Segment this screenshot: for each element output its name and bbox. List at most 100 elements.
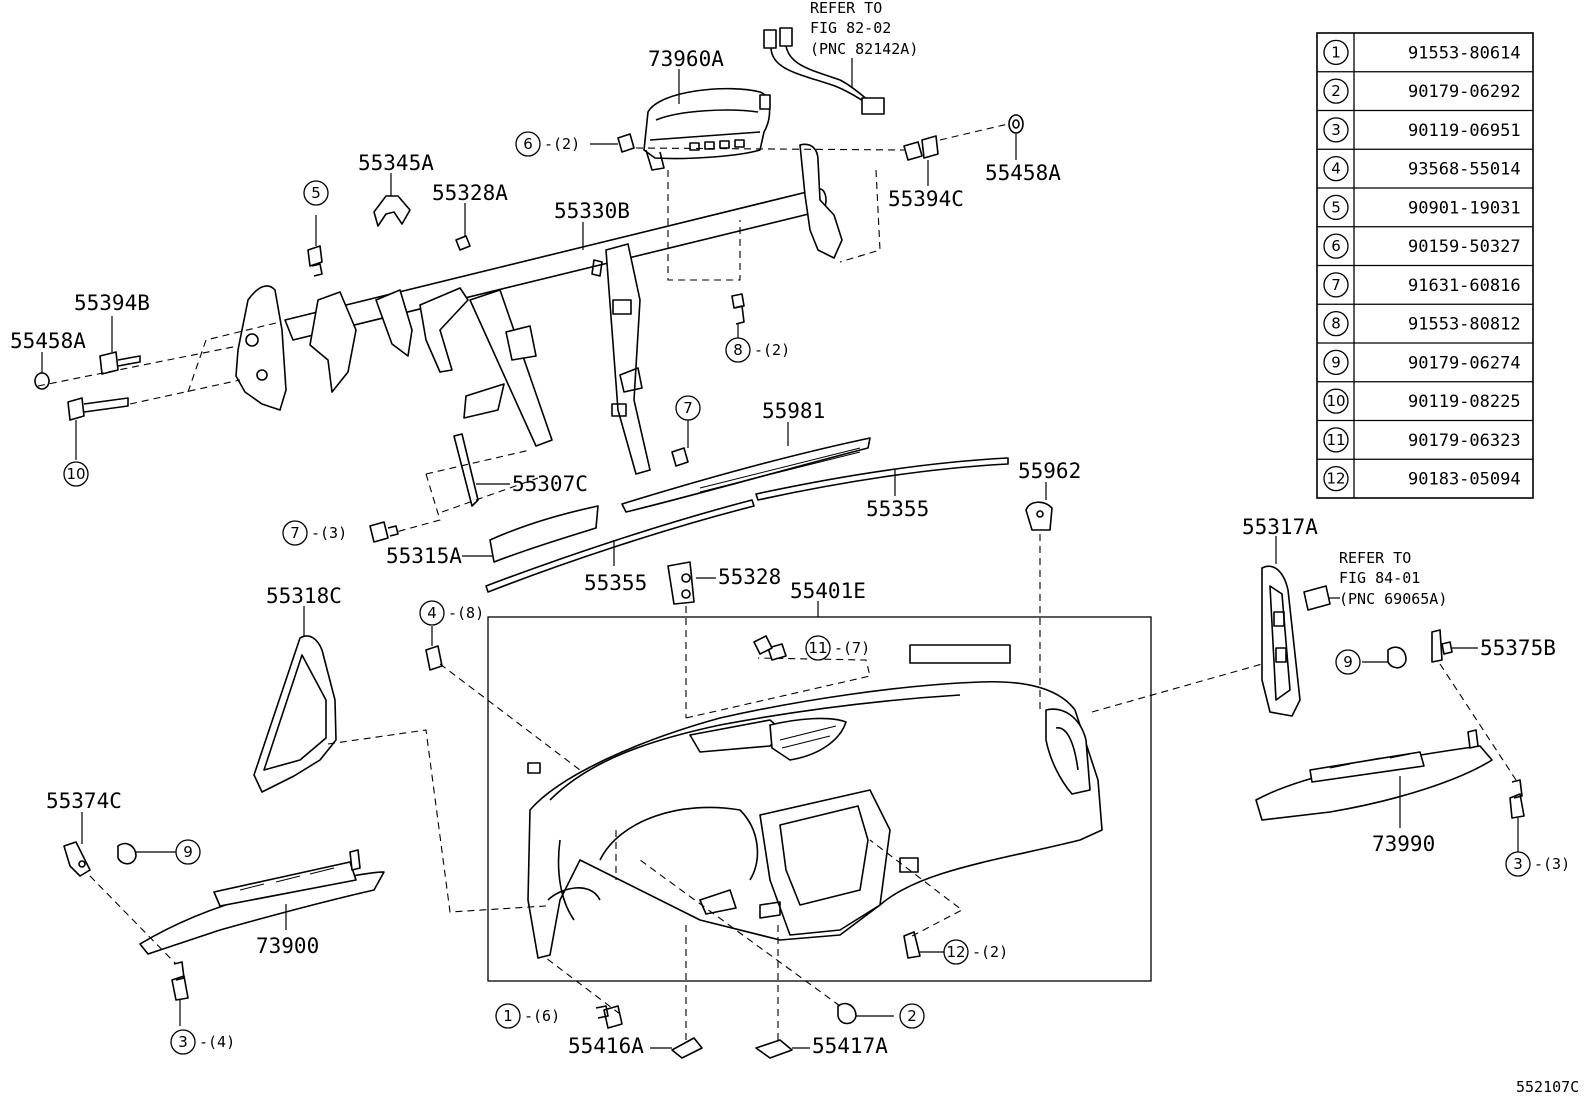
table-row-part-number: 91631-60816 [1408, 276, 1521, 296]
table-row-num-circle [1323, 310, 1349, 337]
callout-circle [943, 939, 969, 965]
label-55330B: 55330B [554, 199, 630, 223]
table-row-num: 9 [1331, 353, 1341, 371]
label-73960A: 73960A [648, 47, 724, 71]
instrument-panel-55401E: 55401E [487, 579, 1152, 982]
table-row-num-circle [1323, 388, 1349, 414]
ref-note-right-3: (PNC 69065A) [1339, 590, 1447, 608]
label-55307C: 55307C [512, 472, 588, 496]
table-row-num-circle [1323, 465, 1349, 492]
clip-11 [753, 635, 773, 655]
callout-number: 9 [1343, 653, 1353, 671]
ref-note-top-3: (PNC 82142A) [810, 40, 918, 58]
bolt-6 [590, 133, 635, 153]
table-row-num-circle [1323, 39, 1349, 66]
callout-circle [1505, 851, 1531, 877]
callout-number: 11 [808, 639, 827, 657]
label-55394B: 55394B [74, 291, 150, 315]
label-55374C: 55374C [46, 789, 122, 813]
callout-number: 10 [66, 465, 85, 483]
table-row-num: 1 [1331, 43, 1341, 61]
label-73990: 73990 [1372, 832, 1435, 856]
wire-harness-82142A [763, 27, 885, 115]
label-55417A: 55417A [812, 1034, 888, 1058]
table-row-num-circle [1323, 427, 1349, 453]
label-55317A: 55317A [1242, 515, 1318, 539]
callout-quantity: -(8) [448, 604, 484, 622]
callout-circle [515, 131, 541, 157]
table-row-num: 2 [1331, 82, 1341, 100]
instrument-panel-reinforcement-55330B: 55330B [235, 143, 843, 475]
nut-55458A-right: 55458A [985, 114, 1061, 185]
bolt-10 [67, 397, 129, 460]
callout-circle [495, 1003, 521, 1029]
bolt-55394C: 55394C [888, 135, 964, 211]
nut-9-right [1362, 646, 1407, 669]
table-row-part-number: 90119-06951 [1408, 121, 1521, 141]
clip-12 [903, 931, 946, 959]
table-row-num-circle [1323, 349, 1349, 376]
nut-4 [425, 626, 443, 671]
callout-number: 6 [523, 135, 533, 153]
callout-circle [1335, 649, 1361, 675]
assembly-lines [37, 123, 1517, 1040]
callout-quantity: -(2) [544, 135, 580, 153]
callout-number: 9 [183, 843, 193, 861]
defroster-nozzle-55981: 55981 [621, 399, 871, 513]
callout-number: 4 [427, 604, 437, 622]
table-row-num: 3 [1331, 121, 1341, 139]
side-cover-55317A: 55317A [1242, 515, 1318, 717]
table-row-num-circle [1323, 233, 1349, 259]
label-55328: 55328 [718, 565, 781, 589]
callout-circle [63, 461, 89, 487]
diagram-code: 552107C [1516, 1078, 1579, 1096]
callout-number: 8 [733, 341, 743, 359]
lower-panel-73990: 73990 [1255, 729, 1493, 856]
bolt-5 [307, 215, 323, 277]
table-row-part-number: 90183-05094 [1408, 470, 1521, 490]
table-row-part-number: 90179-06274 [1408, 353, 1521, 373]
callout-circle [805, 635, 831, 661]
label-55355-left: 55355 [584, 571, 647, 595]
table-row-num: 10 [1326, 392, 1345, 410]
table-row-part-number: 93568-55014 [1408, 160, 1521, 180]
callout-number: 2 [907, 1007, 917, 1025]
label-55962: 55962 [1018, 459, 1081, 483]
seal-55355-right: 55355 [755, 457, 1009, 521]
ref-note-top-2: FIG 82-02 [810, 19, 891, 37]
clip-55417A: 55417A [755, 1034, 888, 1059]
label-55375B: 55375B [1480, 636, 1556, 660]
callout-circle [675, 395, 701, 421]
table-row-num: 8 [1331, 315, 1341, 333]
table-row-part-number: 91553-80812 [1408, 315, 1521, 335]
callout-number: 12 [946, 943, 965, 961]
callout-quantity: -(3) [1534, 855, 1570, 873]
callout-number: 3 [178, 1033, 188, 1051]
callout-number: 1 [503, 1007, 513, 1025]
table-row-part-number: 90901-19031 [1408, 198, 1521, 218]
table-row-part-number: 90179-06292 [1408, 82, 1521, 102]
callout-circle [170, 1029, 196, 1055]
callout-number: 7 [683, 399, 693, 417]
seal-55355-left: 55355 [485, 499, 755, 595]
label-55394C: 55394C [888, 187, 964, 211]
label-55458A-left: 55458A [10, 329, 86, 353]
callout-number: 3 [1513, 855, 1523, 873]
label-55315A: 55315A [386, 544, 462, 568]
side-cover-55318C: 55318C [253, 584, 342, 793]
ref-note-right-2: FIG 84-01 [1339, 569, 1420, 587]
label-55345A: 55345A [358, 151, 434, 175]
callout-quantity: -(6) [524, 1007, 560, 1025]
label-73900: 73900 [256, 934, 319, 958]
ref-note-top-1: REFER TO [810, 0, 882, 17]
callout-number: 7 [290, 524, 300, 542]
table-row-num-circle [1323, 117, 1349, 143]
clip-55416A: 55416A [568, 1034, 703, 1059]
table-row-part-number: 90159-50327 [1408, 237, 1521, 257]
table-row-part-number: 90119-08225 [1408, 392, 1521, 412]
callout-quantity: -(2) [972, 943, 1008, 961]
callout-quantity: -(2) [754, 341, 790, 359]
callout-circle [725, 337, 751, 363]
